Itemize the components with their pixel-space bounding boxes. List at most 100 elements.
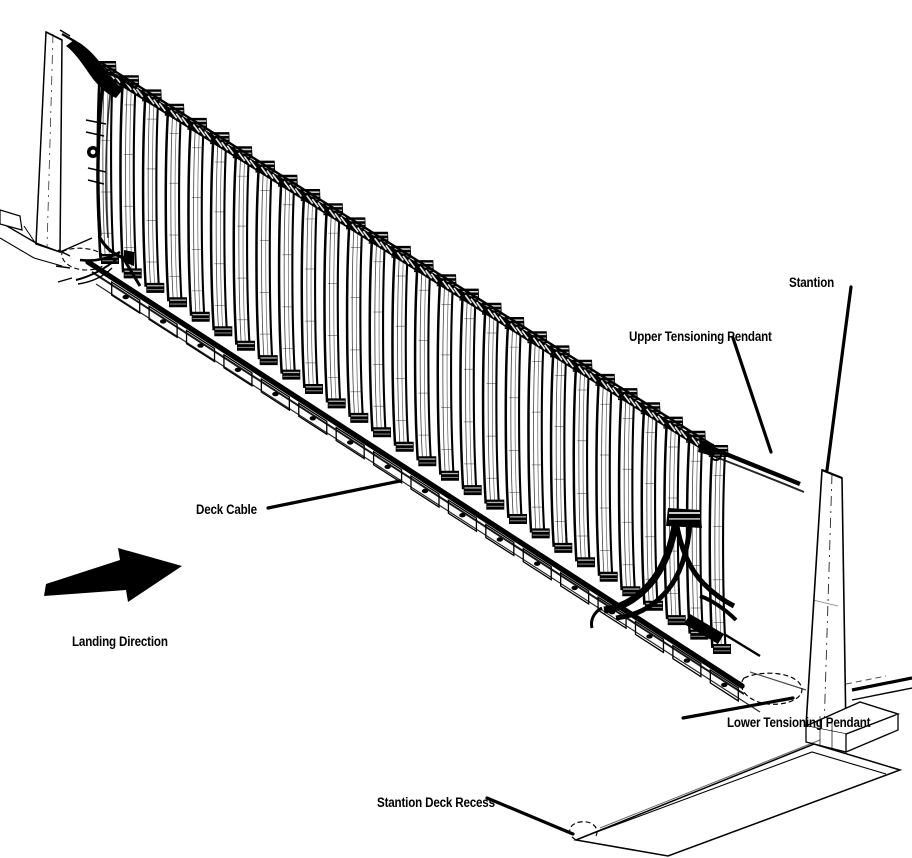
cable-weave-tick	[515, 326, 523, 336]
cable-weave-tick	[453, 287, 461, 297]
stanchion-deck-recess	[569, 671, 903, 857]
cable-weave-tick	[357, 227, 365, 237]
strap-foot-fitting	[577, 557, 595, 568]
bracket-bolt	[384, 464, 391, 469]
cable-weave-tick	[351, 223, 359, 233]
strap-foot-fitting	[350, 412, 369, 423]
bracket-bolt	[721, 682, 728, 688]
cable-weave-tick	[532, 337, 540, 347]
strap-foot-fitting	[169, 297, 187, 308]
cable-weave-tick	[493, 312, 501, 322]
strap-foot-fitting	[214, 326, 233, 337]
leader-stanchion	[825, 285, 853, 472]
cable-weave-tick	[170, 109, 178, 119]
cable-weave-tick	[510, 323, 518, 333]
cable-weave-tick	[147, 95, 155, 105]
cable-weave-tick	[430, 273, 438, 283]
strap-foot-fitting	[531, 528, 550, 539]
bracket-bolt	[496, 537, 503, 542]
cable-weave-tick	[175, 113, 183, 123]
strap-foot-fitting	[282, 369, 301, 380]
cable-weave-tick	[442, 280, 450, 290]
cable-weave-tick	[243, 155, 251, 165]
strap-foot-fitting	[259, 355, 278, 366]
bracket-bolt	[421, 488, 429, 494]
cable-weave-tick	[487, 308, 495, 318]
strap-foot-fitting	[418, 456, 437, 467]
cable-weave-tick	[476, 301, 484, 311]
cable-weave-tick	[464, 294, 472, 304]
label-lower-tensioning-pendant: Lower Tensioning Pendant	[727, 715, 871, 730]
bracket-bolt	[234, 367, 242, 372]
strap-foot-fitting	[509, 514, 527, 524]
cable-weave-tick	[657, 415, 665, 425]
strap-foot-fitting	[191, 311, 210, 322]
cable-weave-tick	[646, 408, 654, 418]
cable-weave-tick	[578, 365, 586, 375]
cable-weave-tick	[272, 173, 280, 183]
label-upper-tensioning-pendant: Upper Tensioning Pendant	[629, 329, 772, 344]
cable-weave-tick	[385, 244, 393, 254]
strap-foot-fitting	[713, 644, 731, 654]
cable-weave-tick	[311, 198, 319, 208]
cable-weave-tick	[294, 187, 302, 197]
right-stanchion	[803, 468, 912, 753]
bracket-bolt	[683, 658, 691, 663]
leader-deck-cable	[266, 479, 402, 510]
strap-foot-fitting	[486, 499, 505, 510]
cable-weave-tick	[340, 216, 348, 226]
cable-weave-tick	[623, 394, 631, 404]
cable-weave-tick	[612, 387, 620, 397]
label-deck-cable: Deck Cable	[196, 502, 257, 517]
cable-weave-tick	[260, 166, 268, 176]
leader-lines	[266, 285, 853, 836]
bracket-bolt	[646, 634, 653, 639]
deck-cable	[85, 259, 761, 713]
bracket-bolt	[459, 513, 466, 518]
strap-foot-fitting	[327, 398, 346, 409]
cable-weave-tick	[198, 127, 206, 137]
cable-weave-tick	[153, 99, 161, 109]
bracket-bolt	[534, 561, 541, 566]
cable-weave-tick	[425, 269, 433, 279]
cable-weave-tick	[521, 330, 529, 340]
lower-tensioning-pendant	[590, 508, 761, 658]
cable-weave-tick	[538, 340, 546, 350]
bracket-bolt	[197, 343, 204, 348]
cable-weave-tick	[583, 369, 591, 379]
cable-weave-tick	[158, 102, 166, 112]
landing-direction-arrow[interactable]	[44, 548, 182, 602]
cable-weave-tick	[600, 379, 608, 389]
label-stanchion: Stantion	[789, 275, 835, 290]
strap-foot-fitting	[667, 615, 686, 626]
cable-weave-tick	[396, 251, 404, 261]
cable-weave-tick	[334, 212, 342, 222]
cable-weave-tick	[470, 298, 478, 308]
leader-upper-tensioning	[731, 336, 773, 454]
strap-foot-fitting	[554, 542, 573, 553]
cable-weave-tick	[204, 131, 212, 141]
cable-weave-tick	[238, 152, 246, 162]
bracket-bolt	[159, 319, 167, 324]
cable-weave-tick	[651, 411, 659, 421]
cable-weave-tick	[136, 88, 144, 98]
strap-foot-fitting	[441, 470, 459, 481]
cable-weave-tick	[192, 123, 200, 133]
cable-weave-tick	[306, 195, 314, 205]
cable-weave-tick	[402, 255, 410, 265]
cable-weave-tick	[289, 184, 297, 194]
cable-weave-tick	[606, 383, 614, 393]
cable-weave-tick	[561, 355, 569, 365]
cable-weave-tick	[447, 283, 455, 293]
upper-left-anchor-fitting	[59, 29, 136, 260]
upper-tensioning-pendant	[698, 440, 805, 493]
cable-weave-tick	[379, 241, 387, 251]
cable-weave-tick	[668, 422, 676, 432]
strap-foot-fitting	[237, 340, 255, 351]
strap-foot-fitting	[463, 485, 482, 496]
cable-weave-tick	[181, 116, 189, 126]
cable-weave-tick	[362, 230, 370, 240]
cable-weave-tick	[629, 397, 637, 407]
strap-foot-fitting	[146, 282, 165, 293]
